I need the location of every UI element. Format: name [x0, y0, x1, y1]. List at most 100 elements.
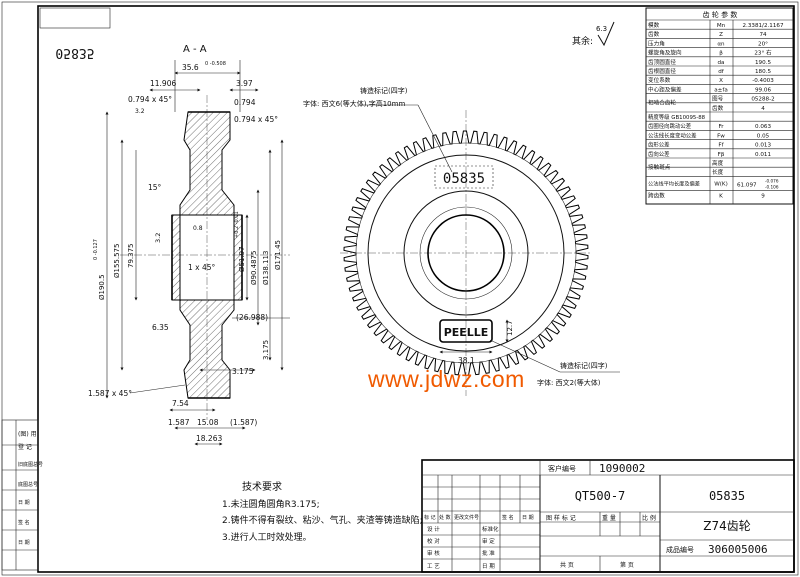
param-symbol: X [719, 78, 723, 84]
dim-1-587-paren: (1.587) [230, 418, 257, 427]
tolerance-symbol: Fβ [718, 152, 725, 158]
side-strip-label-6: 签 名 [18, 519, 30, 526]
side-strip-label-4: 底图总号 [18, 481, 38, 488]
cast-mark-text: 05835 [443, 171, 485, 187]
dim-d138: Ø138.113 [262, 251, 270, 285]
hub-outer-circle [403, 190, 529, 316]
part-name: Z74齿轮 [703, 519, 751, 533]
param-name: 齿顶圆直径 [648, 58, 676, 66]
param-value: 2.3381/2.1167 [742, 23, 783, 29]
inner-frame [37, 5, 795, 573]
rev-header-sign: 签 名 [502, 514, 514, 521]
note2-title: 铸造标记(四字) [560, 361, 608, 370]
product-label: 成品编号 [666, 545, 694, 554]
tolerance-value: 0.063 [755, 124, 771, 130]
sheet-number-label: 第 页 [620, 561, 634, 569]
roughness-symbol-icon [597, 21, 615, 47]
param-value: 190.5 [755, 60, 771, 66]
contact-row: 长度 [712, 168, 724, 176]
role-review: 审 核 [427, 549, 440, 557]
mate-gear-value: 05288-2 [751, 97, 774, 103]
dim-1x45: 1 x 45° [188, 263, 216, 272]
section-view: A - A 35. [88, 44, 290, 446]
mate-gear-symbol: 图号 [712, 95, 724, 103]
customer-number: 1090002 [599, 462, 645, 475]
gear-front-view: 05835 PEELLE 38.1 12.7 铸造标记(四字) 字体: 西文6(… [303, 86, 620, 396]
note1-text: 字体: 西文6(等大体),字高10mm [303, 99, 405, 108]
dim-d190-5: Ø190.5 [98, 274, 106, 300]
title-block: 客户编号 1090002 QT500-7 05835 Z74齿轮 成品编号 30… [421, 459, 795, 573]
bore-circle [427, 214, 505, 292]
watermark: www.jdwz.com [368, 366, 525, 392]
peelle-box [439, 319, 493, 343]
rev-header-mark: 标 记 [424, 514, 436, 521]
accuracy-grade: 精度等级 GB10095-88 [648, 113, 706, 121]
param-value: 180.5 [755, 69, 771, 75]
param-symbol: Mn [717, 23, 726, 29]
dim-0-794-chamfer-c: 0.794 x 45° [234, 115, 278, 124]
rev-header-date: 日 期 [522, 515, 534, 521]
tech-requirements: 技术要求 1.未注圆角圆角R3.175; 2.铸件不得有裂纹、粘沙、气孔、夹渣等… [222, 480, 423, 543]
param-value: 20° [758, 41, 768, 47]
wk-tol-lower: -0.106 [765, 184, 779, 189]
peelle-text: PEELLE [444, 326, 489, 339]
param-name: 模数 [648, 21, 660, 29]
note2-text: 字体: 西文2(等大体) [537, 378, 601, 387]
span-value: 9 [761, 193, 765, 199]
dim-3-97: 3.97 [236, 79, 253, 88]
wk-name: 公法线平均长度及偏差 [648, 179, 700, 187]
tolerance-value: 0.05 [757, 133, 770, 139]
dim-3-2-b: 3.2 [154, 233, 162, 243]
dim-6-35: 6.35 [152, 323, 169, 332]
param-symbol: da [718, 60, 725, 66]
dim-0-794: 0.794 [234, 98, 256, 107]
side-strip-label-5: 日 期 [18, 500, 30, 506]
dim-1-587: 1.587 [168, 418, 190, 427]
param-value: 74 [759, 32, 767, 38]
wk-symbol: W(K) [714, 181, 728, 187]
peelle-height: 12.7 [506, 320, 514, 336]
param-symbol: Z [719, 32, 723, 38]
mate-gear-symbol: 齿数 [712, 104, 724, 112]
param-name: 变位系数 [648, 76, 671, 84]
param-value: 99.06 [755, 87, 771, 93]
tolerance-value: 0.011 [755, 152, 771, 158]
rev-header-doc: 更改文件号 [454, 514, 479, 521]
dim-3-175-a: 3.175 [262, 340, 270, 360]
dim-79-375: 79.375 [127, 244, 135, 269]
sheets-total-label: 共 页 [560, 561, 574, 569]
dim-d155: Ø155.575 [113, 244, 121, 278]
dim-d171: Ø171.45 [274, 240, 282, 270]
customer-label: 客户编号 [548, 464, 576, 473]
tech-req-title: 技术要求 [242, 480, 282, 493]
dim-0-8: 0.8 [193, 225, 203, 232]
role-process: 工 艺 [427, 563, 440, 570]
tolerance-name: 齿圈径向跳动公差 [648, 122, 692, 130]
dim-d51-tol: +0.2 -0.01 [234, 211, 240, 238]
wk-value: 61.097 [737, 182, 757, 188]
tech-req-item-3: 3.进行人工时效处理。 [222, 531, 312, 543]
param-symbol: df [718, 69, 725, 75]
param-value: 23° 右 [754, 49, 772, 57]
rev-header-count: 处 数 [439, 514, 451, 521]
tolerance-value: 0.013 [755, 143, 771, 149]
dim-35-6: 35.6 [182, 63, 199, 72]
material: QT500-7 [575, 489, 626, 503]
param-name: 齿数 [648, 30, 660, 38]
dim-3-2-roughness: 3.2 [135, 108, 145, 115]
cast-mark-box [434, 165, 494, 189]
tolerance-name: 公法线长度变动公差 [648, 131, 697, 139]
dim-15-deg: 15° [148, 183, 162, 192]
side-strip: (图) 用 登 记 旧底图总号 底图总号 日 期 签 名 日 期 [1, 419, 43, 571]
dim-0-794-chamfer-a: 0.794 x 45° [128, 95, 172, 104]
mirror-number: 05835 [55, 45, 94, 60]
dim-15-08: 15.08 [197, 418, 219, 427]
peelle-width: 38.1 [458, 356, 475, 365]
root-circle [355, 142, 577, 364]
tolerance-name: 齿形公差 [648, 141, 670, 149]
dim-d190-tol: 0 -0.127 [93, 239, 99, 260]
param-name: 中心距及偏差 [648, 85, 682, 93]
section-label: A - A [183, 44, 207, 55]
